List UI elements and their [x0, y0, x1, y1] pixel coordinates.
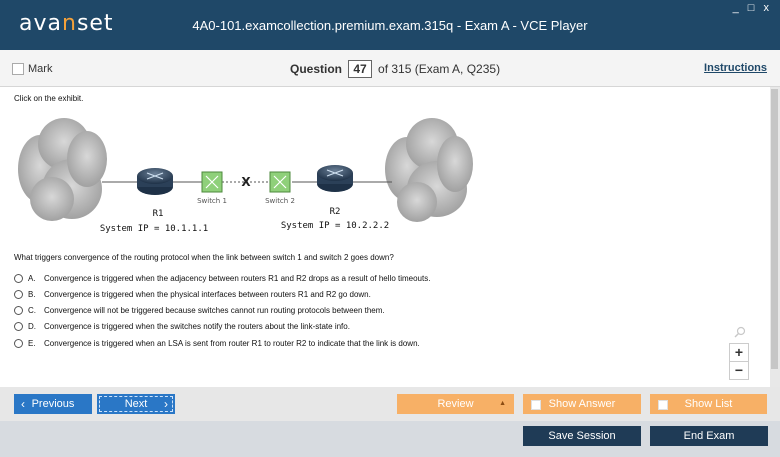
option-letter: B.	[28, 289, 36, 299]
option-letter: C.	[28, 305, 36, 315]
previous-label: Previous	[31, 398, 75, 410]
mark-checkbox[interactable]: Mark	[12, 63, 52, 75]
scrollbar-thumb[interactable]	[771, 89, 778, 369]
vertical-scrollbar[interactable]	[770, 87, 780, 387]
review-button[interactable]: Review ▲	[397, 394, 514, 414]
router-r1-ip: System IP = 10.1.1.1	[100, 224, 208, 234]
save-session-button[interactable]: Save Session	[523, 426, 641, 446]
previous-button[interactable]: ‹ Previous	[14, 394, 92, 414]
question-label: Question	[290, 62, 343, 76]
router-r2-label: R2	[330, 207, 341, 217]
zoom-out-button[interactable]: −	[729, 361, 749, 380]
router-r1-label: R1	[153, 209, 164, 219]
switch-1-icon	[201, 171, 223, 193]
review-label: Review	[437, 398, 474, 410]
logo-text-a: ava	[19, 11, 62, 36]
show-answer-label: Show Answer	[548, 398, 616, 410]
radio-icon[interactable]	[14, 321, 23, 331]
switch-2-label: Switch 2	[265, 197, 295, 205]
checkbox-icon[interactable]	[531, 400, 541, 410]
switch-1-label: Switch 1	[197, 197, 227, 205]
zoom-in-button[interactable]: +	[729, 343, 749, 362]
logo-text-b: set	[76, 11, 114, 36]
radio-icon[interactable]	[14, 338, 23, 348]
router-r1-icon	[137, 168, 173, 195]
option-e[interactable]: E. Convergence is triggered when an LSA …	[14, 337, 420, 349]
window-controls[interactable]: _ □ x	[732, 2, 772, 14]
magnifier-icon	[734, 326, 746, 338]
option-text: Convergence is triggered when an LSA is …	[44, 338, 420, 348]
show-list-label: Show List	[684, 398, 733, 410]
question-content: Click on the exhibit.	[0, 87, 770, 387]
radio-icon[interactable]	[14, 305, 23, 315]
next-label: Next	[124, 398, 148, 410]
option-letter: E.	[28, 338, 36, 348]
question-number-input[interactable]: 47	[348, 60, 373, 78]
right-cloud	[385, 118, 473, 222]
question-toolbar: Mark Question 47 of 315 (Exam A, Q235) I…	[0, 50, 780, 87]
window-title: 4A0-101.examcollection.premium.exam.315q…	[192, 18, 588, 33]
router-r2-icon	[317, 165, 353, 192]
option-text: Convergence is triggered when the physic…	[44, 289, 371, 299]
option-letter: A.	[28, 273, 36, 283]
radio-icon[interactable]	[14, 289, 23, 299]
instructions-link[interactable]: Instructions	[704, 62, 767, 74]
question-total: of 315 (Exam A, Q235)	[378, 62, 501, 76]
title-bar: avanset 4A0-101.examcollection.premium.e…	[0, 0, 780, 50]
question-text: What triggers convergence of the routing…	[14, 253, 394, 262]
end-exam-button[interactable]: End Exam	[650, 426, 768, 446]
chevron-right-icon: ›	[164, 397, 168, 411]
show-list-button[interactable]: Show List	[650, 394, 767, 414]
option-text: Convergence is triggered when the switch…	[44, 321, 350, 331]
left-cloud	[18, 118, 107, 221]
option-d[interactable]: D. Convergence is triggered when the swi…	[14, 320, 350, 332]
option-text: Convergence will not be triggered becaus…	[44, 305, 385, 315]
chevron-left-icon: ‹	[21, 397, 25, 411]
app-logo: avanset	[19, 11, 114, 36]
switch-2-icon	[269, 171, 291, 193]
mark-label: Mark	[28, 63, 53, 75]
option-b[interactable]: B. Convergence is triggered when the phy…	[14, 288, 371, 300]
next-button[interactable]: Next ›	[97, 394, 175, 414]
option-a[interactable]: A. Convergence is triggered when the adj…	[14, 272, 430, 284]
show-answer-button[interactable]: Show Answer	[523, 394, 641, 414]
checkbox-icon[interactable]	[658, 400, 668, 410]
question-counter: Question 47 of 315 (Exam A, Q235)	[290, 60, 500, 78]
network-exhibit[interactable]: X Switch 1 Switch 2 R1 System IP = 10.1.…	[12, 114, 477, 239]
radio-icon[interactable]	[14, 273, 23, 283]
option-c[interactable]: C. Convergence will not be triggered bec…	[14, 304, 385, 316]
checkbox-icon[interactable]	[12, 63, 24, 75]
exhibit-prompt: Click on the exhibit.	[14, 94, 84, 103]
link-break-mark: X	[241, 175, 251, 189]
caret-up-icon: ▲	[499, 400, 506, 407]
router-r2-ip: System IP = 10.2.2.2	[281, 221, 389, 231]
option-text: Convergence is triggered when the adjace…	[44, 273, 431, 283]
option-letter: D.	[28, 321, 36, 331]
logo-text-n: n	[61, 11, 77, 36]
